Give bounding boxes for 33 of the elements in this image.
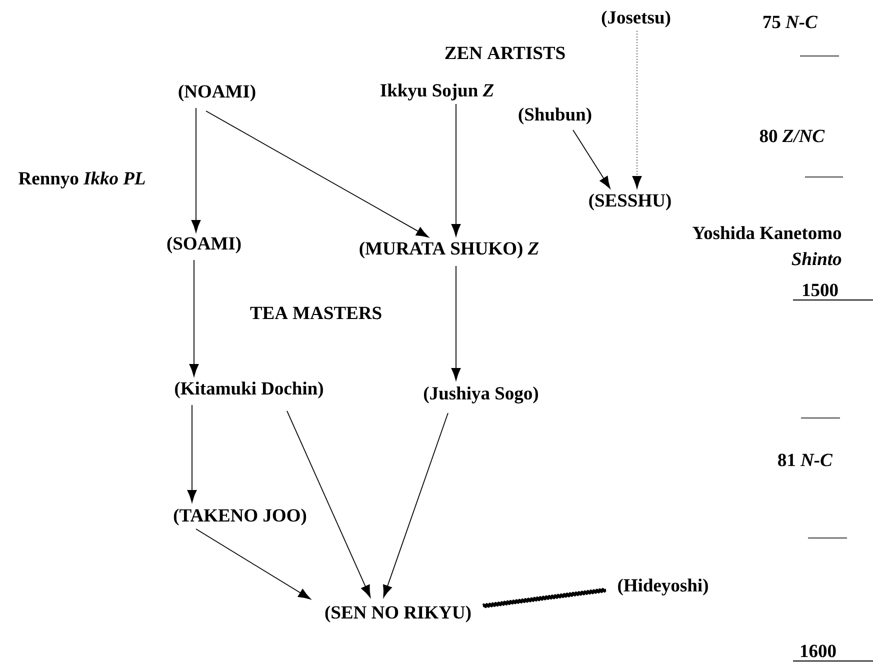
arrow [206,110,429,238]
name-label: (TAKENO JOO) [174,508,306,526]
arrow [191,108,201,232]
name-label: (Jushiya Sogo) [424,386,538,404]
arrow [383,412,448,598]
name-label: (Shubun) [518,108,592,124]
name-label: (MURATA SHUKO) Z [360,242,539,258]
heading-label: 81 N-C [778,454,833,466]
timeline-label: Yoshida Kanetomo Shinto [692,226,842,266]
arrow [286,410,371,598]
heading-label: ZEN ARTISTS [445,46,565,60]
name-label: (Josetsu) [602,10,670,28]
heading-label: 1600 [800,644,836,658]
heading-label: Rennyo Ikko PL [18,172,145,188]
arrow [189,260,199,376]
arrow [451,104,461,236]
arrow [187,404,197,502]
arrow [196,528,311,600]
arrow [572,130,610,189]
dotted-arrow [632,30,642,189]
name-label: (Kitamuki Dochin) [175,382,323,398]
heading-label: TEA MASTERS [250,306,382,320]
name-label: (NOAMI) [178,84,256,102]
heading-label: 1500 [802,284,838,296]
name-label: (SEN NO RIKYU) [325,606,471,622]
name-label: Ikkyu Sojun Z [380,84,494,100]
wavy-line [482,588,607,608]
name-label: (SOAMI) [167,236,241,254]
heading-label: 75 N-C [763,16,818,28]
name-label: (SESSHU) [589,194,671,210]
arrow [451,266,461,380]
name-label: (Hideyoshi) [618,578,708,596]
heading-label: 80 Z/NC [760,130,825,142]
